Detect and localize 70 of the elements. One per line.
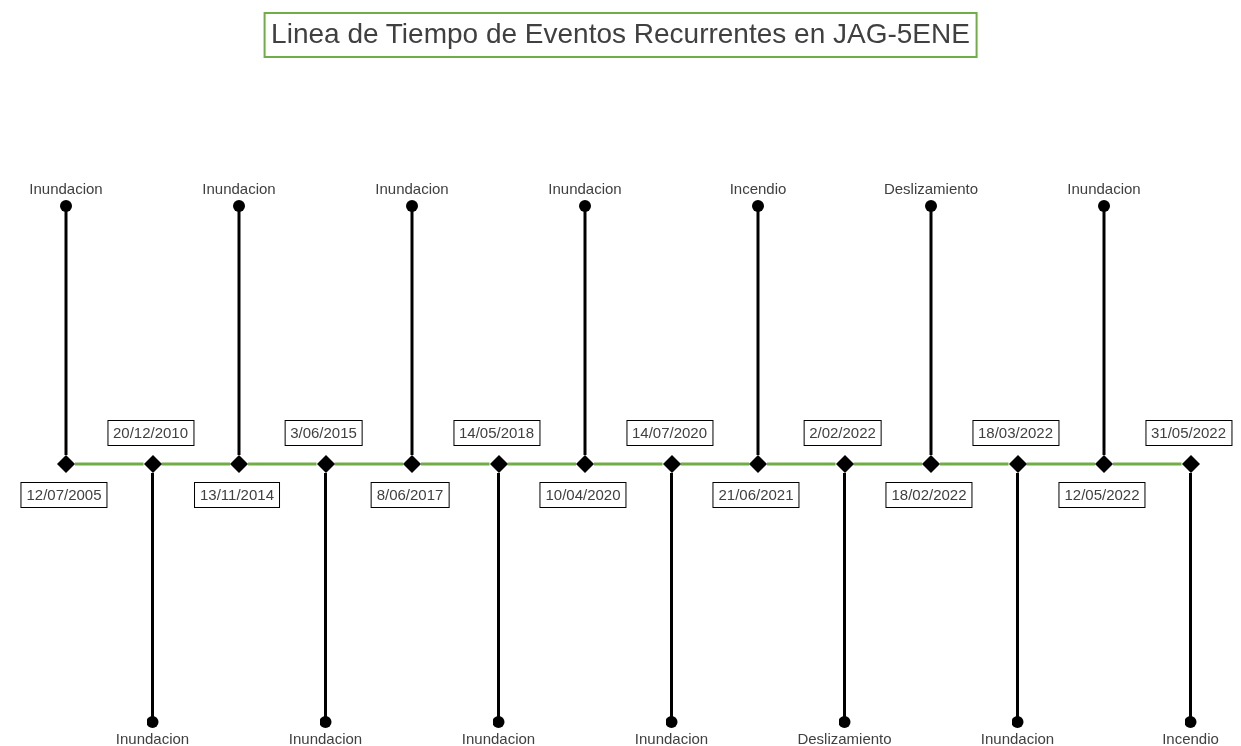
event-label: Inundacion <box>980 730 1055 746</box>
event-label: Inundacion <box>115 730 190 746</box>
pin-line <box>60 200 72 455</box>
diamond-marker <box>143 455 162 473</box>
pin-line <box>752 200 764 455</box>
timeline-segment <box>1026 462 1095 466</box>
event-label: Deslizamiento <box>797 730 892 746</box>
pin-line <box>579 200 591 455</box>
timeline-segment <box>161 462 230 466</box>
date-label: 14/07/2020 <box>625 420 714 446</box>
pin-line <box>319 473 332 728</box>
pin-line <box>1098 200 1110 455</box>
date-label: 2/02/2022 <box>803 420 882 446</box>
event-label: Inundacion <box>461 730 536 746</box>
diamond-marker <box>1181 455 1200 473</box>
event-label: Inundacion <box>634 730 709 746</box>
date-label: 18/03/2022 <box>971 420 1060 446</box>
pin-line <box>233 200 245 455</box>
event-label: Incendio <box>729 180 787 198</box>
date-label: 12/05/2022 <box>1058 482 1146 508</box>
date-label: 12/07/2005 <box>20 482 108 508</box>
timeline-segment <box>594 462 663 466</box>
event-label: Inundacion <box>375 180 449 198</box>
event-label: Inundacion <box>1067 180 1141 198</box>
pin-line <box>406 200 418 455</box>
diamond-marker <box>1095 455 1113 473</box>
timeline-segment <box>940 462 1009 466</box>
diamond-marker <box>403 455 421 473</box>
timeline-segment <box>421 462 490 466</box>
pin-line <box>1184 473 1197 728</box>
diamond-marker <box>316 455 335 473</box>
timeline-segment <box>1113 462 1182 466</box>
event-label: Incendio <box>1162 730 1219 746</box>
timeline-segment <box>680 462 749 466</box>
diamond-marker <box>576 455 594 473</box>
diamond-marker <box>662 455 681 473</box>
timeline-segment <box>75 462 144 466</box>
date-label: 8/06/2017 <box>370 482 450 508</box>
timeline-segment <box>248 462 317 466</box>
event-label: Deslizamiento <box>883 180 979 198</box>
pin-line <box>925 200 937 455</box>
diamond-marker <box>1008 455 1027 473</box>
timeline-segment <box>507 462 576 466</box>
diamond-marker <box>835 455 854 473</box>
event-label: Inundacion <box>29 180 103 198</box>
date-label: 21/06/2021 <box>712 482 800 508</box>
date-label: 18/02/2022 <box>885 482 973 508</box>
pin-line <box>492 473 505 728</box>
pin-line <box>838 473 851 728</box>
pin-line <box>1011 473 1024 728</box>
diamond-marker <box>57 455 75 473</box>
pin-line <box>146 473 159 728</box>
event-label: Inundacion <box>202 180 276 198</box>
title: Linea de Tiempo de Eventos Recurrentes en JAG-5ENE <box>263 12 978 58</box>
event-label: Inundacion <box>288 730 363 746</box>
timeline-segment <box>853 462 922 466</box>
date-label: 10/04/2020 <box>539 482 627 508</box>
timeline-segment <box>767 462 836 466</box>
date-label: 3/06/2015 <box>284 420 363 446</box>
diamond-marker <box>749 455 767 473</box>
date-label: 14/05/2018 <box>452 420 541 446</box>
date-label: 31/05/2022 <box>1144 420 1233 446</box>
diamond-marker <box>230 455 248 473</box>
date-label: 20/12/2010 <box>106 420 195 446</box>
pin-line <box>665 473 678 728</box>
timeline-segment <box>334 462 403 466</box>
date-label: 13/11/2014 <box>194 482 280 508</box>
event-label: Inundacion <box>548 180 622 198</box>
diamond-marker <box>922 455 940 473</box>
diamond-marker <box>489 455 508 473</box>
